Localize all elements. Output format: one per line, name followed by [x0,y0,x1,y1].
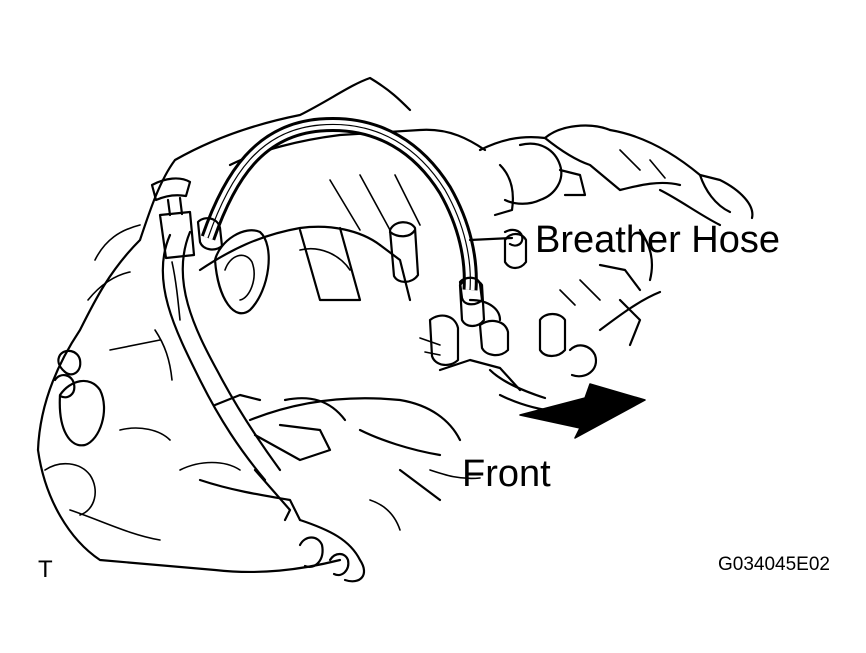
hose-right-fitting [458,276,484,306]
figure-id-label: G034045E02 [718,554,830,575]
engine-line-art [36,76,754,583]
view-mark-label: T [38,556,53,583]
breather-hose-label: Breather Hose [535,219,780,261]
breather-hose-leader [468,228,524,247]
breather-hose [200,116,478,291]
hose-left-fitting [196,217,224,251]
front-label: Front [462,453,551,495]
front-direction-arrow [519,383,646,439]
